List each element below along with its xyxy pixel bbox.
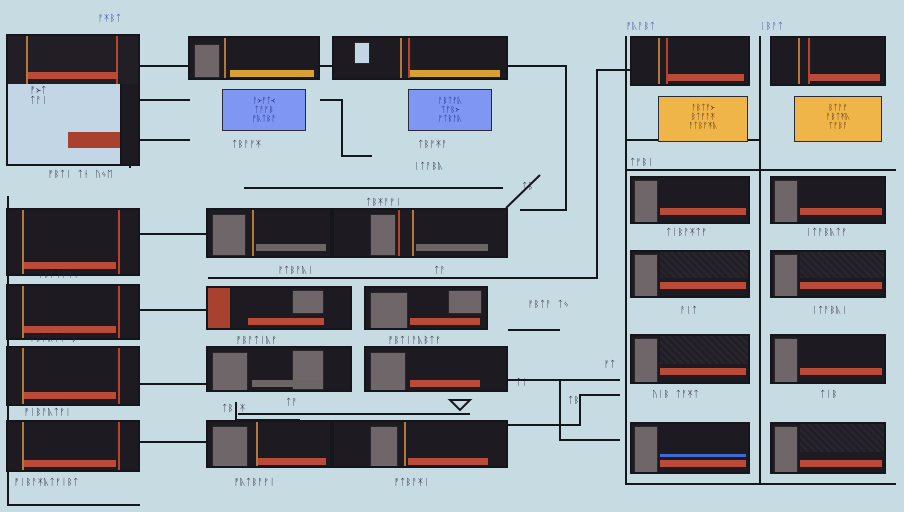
node-right-b-4 xyxy=(770,422,886,474)
caption-center-r3-a: ᚡᛒᚨᛏᛁᚣᚠ xyxy=(236,336,278,346)
caption-left-row5: ᚡᛁᛒᚨᛡᚣᛏᚠᛁᛒᛏ xyxy=(14,478,79,488)
node-center-r4-b xyxy=(332,420,508,468)
header-label-top-left: ᚠᛡᛒᛏ xyxy=(98,14,122,24)
caption-center-r1-b: ᛏᚨ xyxy=(434,266,446,276)
node-center-r3-a xyxy=(206,346,352,392)
header-right-b: ᛁᛒᚨᛏ xyxy=(760,22,784,32)
node-left-4 xyxy=(6,420,140,472)
node-right-b-1 xyxy=(770,176,886,224)
caption-center-top: ᛁᛏᚨᛒᚣ xyxy=(414,162,444,172)
wire-label-5: ᛏᚨ xyxy=(286,398,298,408)
wire-label-1: ᛏᛒ xyxy=(522,182,534,192)
wire-label-3: ᛏᛁ xyxy=(516,378,528,388)
caption-right-4: ᚨᛁᛏ xyxy=(680,306,698,316)
node-left-1 xyxy=(6,208,140,276)
node-center-r4-a xyxy=(206,420,332,468)
caption-right-7: ᛏᛁᛒ xyxy=(820,390,838,400)
node-right-a-2 xyxy=(630,250,750,298)
node-top-a xyxy=(188,36,320,80)
caption-right-3: ᛁᛏᚨᛒᚣᛏᚠ xyxy=(806,228,848,238)
node-right-b-2 xyxy=(770,250,886,298)
node-top-b xyxy=(332,36,508,80)
node-left-3 xyxy=(6,346,140,406)
node-right-a-1 xyxy=(630,176,750,224)
caption-right-2: ᛏᛁᛒᚨᛡᛏᚠ xyxy=(666,228,708,238)
caption-right-6: ᚢᛁᛒ ᛏᚨᛡᛏ xyxy=(652,390,700,400)
caption-center-r3-b: ᚡᛒᛏᛁᚨᚣᛒᛏᚠ xyxy=(388,336,442,346)
caption-blue-a: ᛏᛒᚨᚠᛡ xyxy=(232,140,262,150)
caption-side-mid: ᚠᛒᛏᚨ ᛏᛃ xyxy=(528,300,570,310)
caption-bottom-a: ᚡᚣᛏᛒᚨᚠᛁ xyxy=(234,478,276,488)
node-center-r3-b xyxy=(364,346,508,392)
node-center-r2-a xyxy=(206,286,352,330)
node-right-a-3 xyxy=(630,334,750,384)
caption-left-row2: ᛁᛒᚨᛏᚠᛡᛁ xyxy=(38,270,80,280)
node-right-b-3 xyxy=(770,334,886,384)
caption-center-r1: ᛏᛒᛡᚨᚠᛁ xyxy=(366,198,402,208)
node-main-input-label: ᚡ᚛ᛏ ᛏᚨᛁ xyxy=(30,86,48,106)
note-orange-b: ᛒᛏᚨᚠ ᚨᛒᛏᛡᚣ ᛏᚠᛒᚨ xyxy=(794,96,882,142)
header-right-a: ᚡᚣᚨᛒᛏ xyxy=(626,22,656,32)
node-left-2 xyxy=(6,284,140,340)
caption-right-1: ᛏᚠᛒᛁ xyxy=(630,158,654,168)
caption-left-row4: ᚡᛁᛒᚨᚣᛏᚠᛁ xyxy=(24,408,72,418)
node-main-input xyxy=(6,34,140,166)
caption-center-r1-a: ᚠᛏᛒᚨᚣᛁ xyxy=(278,266,314,276)
wire-label-4: ᛏᛒ xyxy=(568,396,580,406)
caption-row4-a: ᛏᛒᚨᛡ xyxy=(222,404,246,414)
node-center-r1-b xyxy=(332,208,508,258)
note-orange-a: ᚨᛒᛏᚠ᚛ ᛒᛏᚠᚨᛡ ᚨᛏᛒᚠᛡᚣ xyxy=(658,96,748,142)
node-right-top-b xyxy=(770,36,886,86)
node-right-top-a xyxy=(630,36,750,86)
caption-left-row3: ᚠᛒᚨᚣᛁᛏ ᛒ xyxy=(30,334,78,344)
caption-main-input: ᚡᛒᛏᛁ ᛏᛂ ᚢᛃᛖ xyxy=(48,170,113,180)
caption-bottom-b: ᚡᛏᛒᚨᛡᛁ xyxy=(394,478,430,488)
note-blue-a: ᚨ᚛ᚠᛏ᚜ ᛏᚨᚠᛒ ᚡᚣᛏᛒᚨ xyxy=(222,89,306,131)
node-right-a-4 xyxy=(630,422,750,474)
note-blue-b: ᚨᛒᛏᚠᚣ ᛏᚠᛒ᚛ ᚠᛏᛒᚨᚣ xyxy=(408,89,492,131)
node-center-r2-b xyxy=(364,286,488,330)
caption-blue-b: ᛏᛒᚠᛡᚨ xyxy=(418,140,448,150)
node-center-r1-a xyxy=(206,208,332,258)
wire-label-2: ᚠᛏ xyxy=(604,360,616,370)
caption-right-5: ᛁᛏᚨᛒᚣᛁ xyxy=(812,306,848,316)
